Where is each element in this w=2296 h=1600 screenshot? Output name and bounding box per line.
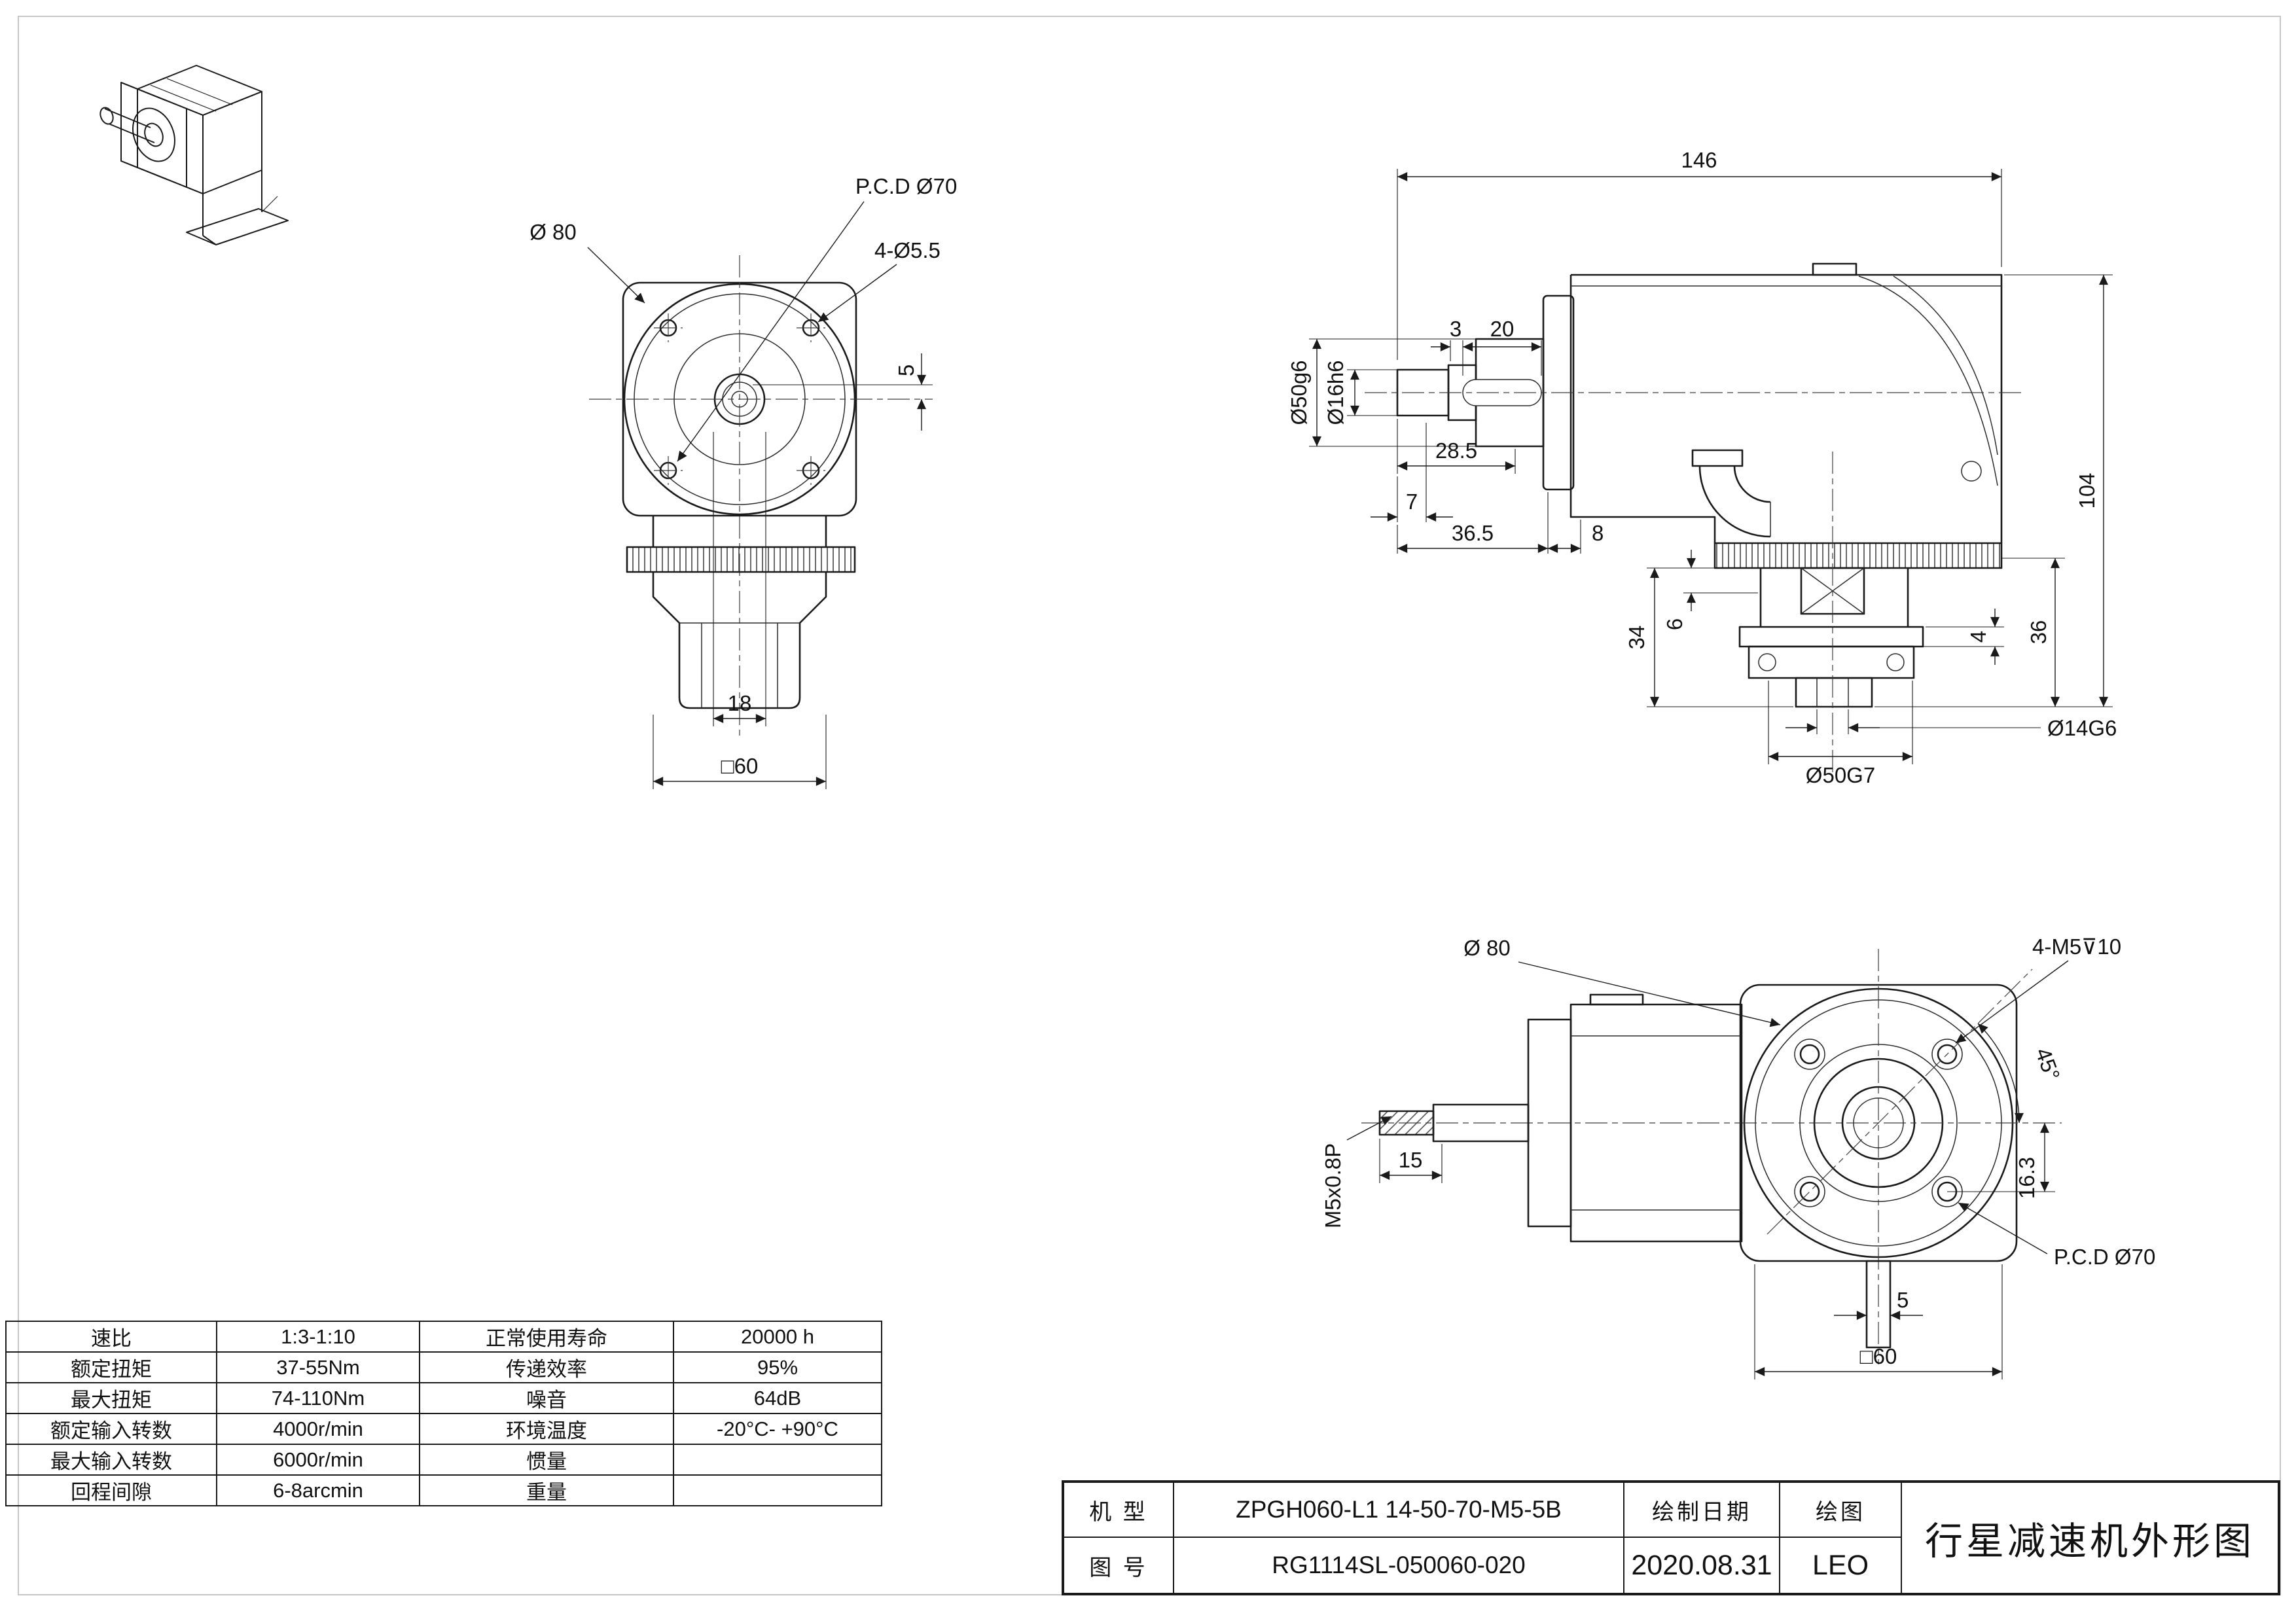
spec-value: -20°C- +90°C [673,1413,882,1445]
side-dim-8: 8 [1592,521,1604,545]
drafter-value: LEO [1780,1538,1902,1593]
table-row: 额定输入转数 4000r/min 环境温度 -20°C- +90°C [5,1413,882,1445]
side-dim-36-5: 36.5 [1452,521,1494,545]
spec-value: 64dB [673,1382,882,1414]
spec-label: 传递效率 [419,1351,674,1383]
bottom-label-thread: M5x0.8P [1321,1143,1345,1228]
spec-label: 环境温度 [419,1413,674,1445]
model-label: 机 型 [1064,1483,1174,1538]
front-view-geometry [589,255,933,739]
side-dim-28-5: 28.5 [1435,438,1477,463]
spec-value [673,1474,882,1506]
spec-table: 速比 1:3-1:10 正常使用寿命 20000 h 额定扭矩 37-55Nm … [5,1321,882,1506]
bottom-dim-45: 45° [2031,1044,2065,1084]
front-label-dia80: Ø 80 [529,220,577,244]
model-value: ZPGH060-L1 14-50-70-M5-5B [1174,1483,1624,1538]
spec-label: 惯量 [419,1444,674,1476]
spec-label: 额定扭矩 [5,1351,217,1383]
spec-value: 20000 h [673,1321,882,1353]
spec-label: 最大扭矩 [5,1382,217,1414]
side-dim-dia50g7: Ø50G7 [1806,763,1875,787]
bottom-view-dimensions: Ø 80 4-M5⊽10 45° 16.3 P.C.D Ø70 15 M5x0.… [1321,934,2155,1379]
draw-date-value: 2020.08.31 [1624,1538,1780,1593]
bottom-dim-5: 5 [1897,1288,1909,1312]
side-dim-20: 20 [1490,317,1515,341]
side-dim-7: 7 [1406,489,1418,514]
front-dim-18: 18 [728,691,752,715]
front-dim-square60: □60 [721,754,759,778]
side-dim-6: 6 [1662,618,1687,630]
side-dim-36: 36 [2026,620,2051,645]
bottom-label-holes: 4-M5⊽10 [2032,934,2121,959]
spec-value [673,1444,882,1476]
draw-date-label: 绘制日期 [1624,1483,1780,1538]
side-dim-4: 4 [1966,631,1990,643]
spec-value: 95% [673,1351,882,1383]
spec-value: 6000r/min [216,1444,420,1476]
table-row: 最大输入转数 6000r/min 惯量 [5,1444,882,1476]
spec-value: 74-110Nm [216,1382,420,1414]
table-row: 最大扭矩 74-110Nm 噪音 64dB [5,1382,882,1414]
front-label-holes: 4-Ø5.5 [874,238,941,262]
front-view-dimensions: 5 18 □60 Ø 80 P.C.D Ø70 4-Ø5.5 [529,174,957,789]
side-view-dimensions: 146 3 20 Ø50g6 Ø16h6 28.5 7 36.5 8 [1287,148,2117,787]
bottom-dim-15: 15 [1399,1148,1423,1172]
spec-label: 正常使用寿命 [419,1321,674,1353]
spec-value: 1:3-1:10 [216,1321,420,1353]
spec-label: 回程间隙 [5,1474,217,1506]
bottom-view-geometry [1361,949,2062,1364]
side-dim-dia50g6: Ø50g6 [1287,360,1311,425]
title-block: 机 型 ZPGH060-L1 14-50-70-M5-5B 绘制日期 绘图 行星… [1062,1480,2280,1595]
sheet-title: 行星减速机外形图 [1924,1520,2255,1563]
drawing-no-label: 图 号 [1064,1538,1174,1593]
spec-label: 噪音 [419,1382,674,1414]
spec-value: 37-55Nm [216,1351,420,1383]
bottom-dim-16-3: 16.3 [2015,1157,2039,1199]
table-row: 回程间隙 6-8arcmin 重量 [5,1474,882,1506]
spec-value: 4000r/min [216,1413,420,1445]
spec-label: 额定输入转数 [5,1413,217,1445]
side-dim-34: 34 [1624,626,1649,650]
bottom-dim-square60: □60 [1860,1344,1897,1368]
spec-label: 最大输入转数 [5,1444,217,1476]
drawing-no-value: RG1114SL-050060-020 [1174,1538,1624,1593]
side-dim-3: 3 [1450,317,1462,341]
side-dim-dia14g6: Ø14G6 [2047,716,2117,740]
side-dim-104: 104 [2075,472,2099,508]
spec-label: 重量 [419,1474,674,1506]
bottom-label-pcd70: P.C.D Ø70 [2054,1245,2155,1269]
bottom-label-dia80: Ø 80 [1463,936,1511,960]
side-view-geometry [1365,262,2022,779]
table-row: 速比 1:3-1:10 正常使用寿命 20000 h [5,1321,882,1353]
side-dim-dia16h6: Ø16h6 [1323,360,1348,425]
table-row: 额定扭矩 37-55Nm 传递效率 95% [5,1351,882,1383]
side-dim-146: 146 [1681,148,1717,172]
spec-label: 速比 [5,1321,217,1353]
front-dim-5: 5 [894,364,918,376]
drafter-label: 绘图 [1780,1483,1902,1538]
isometric-view [99,65,289,245]
spec-value: 6-8arcmin [216,1474,420,1506]
front-label-pcd70: P.C.D Ø70 [855,174,957,198]
